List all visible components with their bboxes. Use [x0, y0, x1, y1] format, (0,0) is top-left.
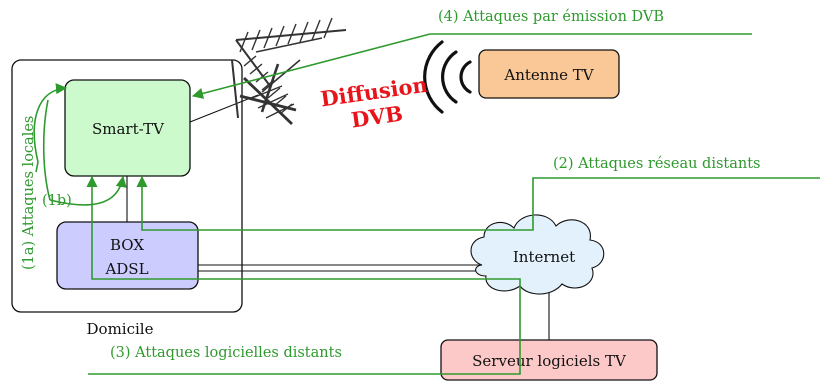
attack-1b-label: (1b)	[42, 193, 72, 209]
box-label-line1: BOX	[110, 236, 144, 254]
broadcast-label: Diffusion DVB	[319, 72, 429, 133]
broadcast-waves	[423, 40, 472, 114]
attack-2-path	[136, 175, 820, 231]
internet-label: Internet	[513, 248, 575, 266]
serveur-label: Serveur logiciels TV	[472, 352, 627, 370]
internet-cloud: Internet	[470, 214, 605, 295]
antenne-label: Antenne TV	[503, 66, 594, 84]
rooftop-antenna-icon	[231, 17, 347, 126]
attack-1b-path	[49, 175, 127, 206]
attack-1b-start	[42, 99, 51, 201]
domicile-frame	[11, 59, 243, 313]
box-label-line2: ADSL	[104, 260, 148, 278]
attack-1a-start	[35, 161, 39, 173]
attack-4-path	[191, 33, 752, 99]
attack-2-label: (2) Attaques réseau distants	[553, 156, 760, 172]
smart-tv-label: Smart-TV	[92, 120, 165, 138]
attack-paths	[33, 33, 820, 375]
network-links	[126, 94, 550, 340]
domicile-label: Domicile	[87, 320, 154, 338]
attack-1a-path	[33, 83, 68, 163]
attack-1a-label: (1a) Attaques locales	[21, 116, 37, 270]
attack-3-path	[86, 175, 521, 375]
attack-4-label: (4) Attaques par émission DVB	[438, 9, 664, 25]
smart-tv-node: Smart-TV	[64, 79, 191, 177]
antenne-tv-node: Antenne TV	[478, 49, 620, 99]
serveur-logiciels-node: Serveur logiciels TV	[440, 339, 658, 381]
attack-3-label: (3) Attaques logicielles distants	[110, 345, 342, 361]
